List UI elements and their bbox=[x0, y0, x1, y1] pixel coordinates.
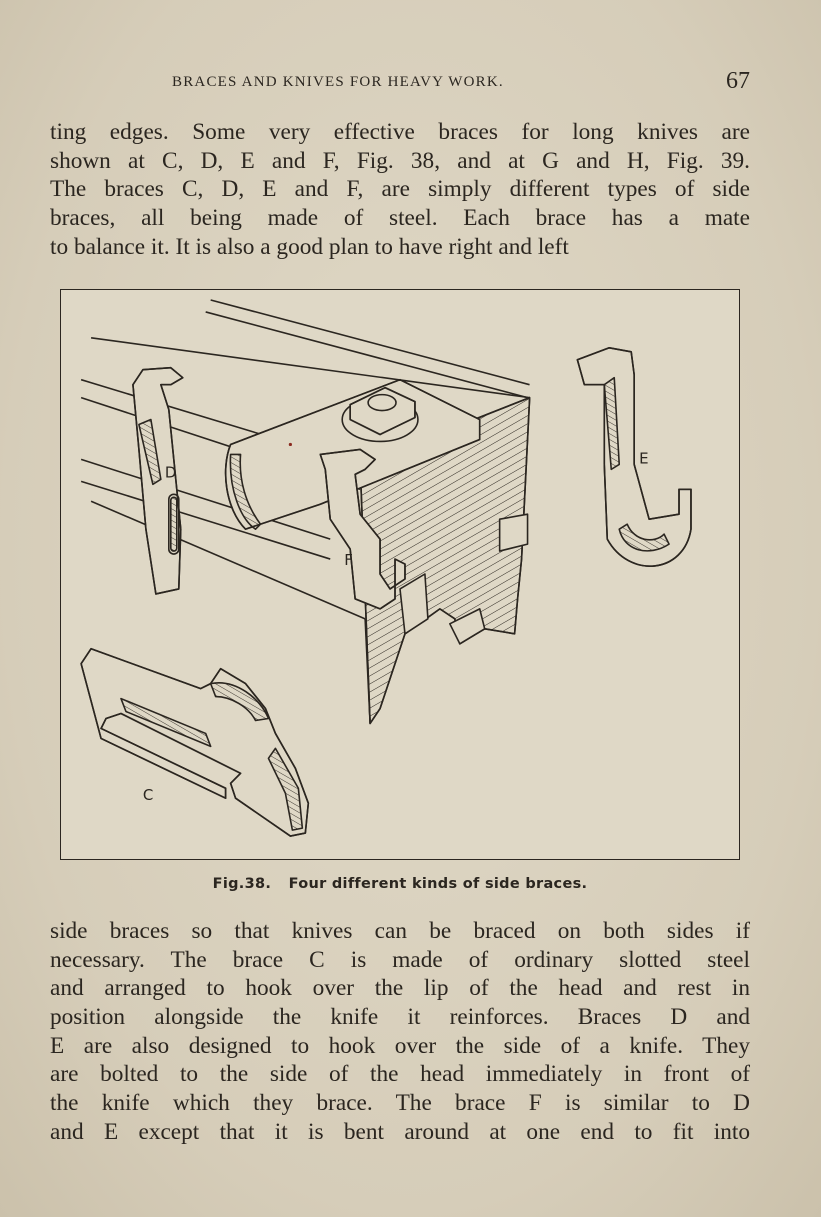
text-line: braces, all being made of steel. Each br… bbox=[50, 205, 750, 232]
text-line: E are also designed to hook over the sid… bbox=[50, 1032, 750, 1059]
label-d: D bbox=[165, 463, 177, 481]
side-braces-drawing: D F E C bbox=[80, 299, 692, 837]
figure-caption: Fig.38. Four different kinds of side bra… bbox=[60, 876, 740, 892]
figure-38-illustration: D F E C bbox=[60, 289, 740, 860]
page-header: BRACES AND KNIVES FOR HEAVY WORK. 67 bbox=[50, 68, 750, 102]
label-f: F bbox=[344, 551, 353, 569]
label-c: C bbox=[143, 786, 153, 804]
text-line: shown at C, D, E and F, Fig. 38, and at … bbox=[50, 147, 750, 174]
text-line: side braces so that knives can be braced… bbox=[50, 918, 750, 944]
text-line: ting edges. Some very effective braces f… bbox=[50, 119, 750, 145]
text-line: The braces C, D, E and F, are simply dif… bbox=[50, 176, 750, 203]
text-line: are bolted to the side of the head immed… bbox=[50, 1061, 750, 1088]
cutter-head bbox=[80, 299, 531, 725]
brace-c bbox=[80, 647, 310, 837]
brace-e bbox=[576, 346, 692, 567]
caption-figure-number: Fig.38. bbox=[212, 876, 272, 892]
text-line: position alongside the knife it reinforc… bbox=[50, 1004, 750, 1031]
label-e: E bbox=[639, 449, 648, 467]
text-line: and E except that it is bent around at o… bbox=[50, 1118, 750, 1145]
text-line: the knife which they brace. The brace F … bbox=[50, 1090, 750, 1117]
bottom-paragraph: side braces so that knives can be braced… bbox=[50, 917, 750, 1147]
text-line: and arranged to hook over the lip of the… bbox=[50, 975, 750, 1002]
text-line: necessary. The brace C is made of ordina… bbox=[50, 946, 750, 973]
text-line: to balance it. It is also a good plan to… bbox=[50, 233, 569, 260]
running-title: BRACES AND KNIVES FOR HEAVY WORK. bbox=[172, 74, 504, 90]
brace-d bbox=[132, 366, 184, 595]
brace-f bbox=[319, 448, 406, 610]
page-number: 67 bbox=[726, 68, 750, 94]
caption-text: Four different kinds of side braces. bbox=[288, 876, 588, 892]
top-paragraph: ting edges. Some very effective braces f… bbox=[50, 118, 750, 261]
